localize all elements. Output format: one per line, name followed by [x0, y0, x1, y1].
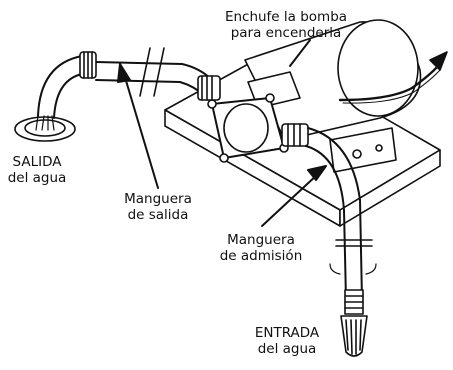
water-inlet-label-line1: ENTRADA: [254, 325, 320, 341]
water-outlet-label-line2: del agua: [7, 170, 67, 186]
inlet-hose-label-line2: de admisión: [219, 248, 303, 264]
plug-pointer: [289, 39, 311, 67]
power-cord: [338, 51, 448, 104]
pointer-arrows: [117, 39, 327, 227]
water-inlet-label: ENTRADA del agua: [242, 325, 332, 357]
water-outlet-label: SALIDA del agua: [0, 154, 74, 186]
inlet-hose-label: Manguera de admisión: [205, 232, 317, 264]
water-inlet-label-line2: del agua: [257, 341, 317, 357]
plug-pump-label: Enchufe la bomba para encenderla: [196, 9, 376, 41]
outlet-hose-label-line1: Manguera: [124, 191, 192, 207]
inlet-hose-label-line1: Manguera: [227, 232, 295, 248]
intake-strainer: [340, 289, 368, 357]
outlet-hose: [37, 47, 213, 119]
water-outlet-label-line1: SALIDA: [12, 154, 62, 170]
water-outlet-stream: [14, 115, 76, 142]
outlet-hose-label-line2: de salida: [127, 207, 189, 223]
outlet-hose-pointer: [123, 73, 159, 189]
plug-pump-label-line1: Enchufe la bomba: [224, 9, 348, 25]
bracket-plate: [329, 127, 397, 173]
outlet-hose-label: Manguera de salida: [110, 191, 206, 223]
inlet-hose-pointer: [261, 173, 319, 227]
pump-flange: [197, 75, 289, 163]
inlet-hose: [281, 123, 377, 301]
plug-pump-label-line2: para encenderla: [230, 25, 342, 41]
